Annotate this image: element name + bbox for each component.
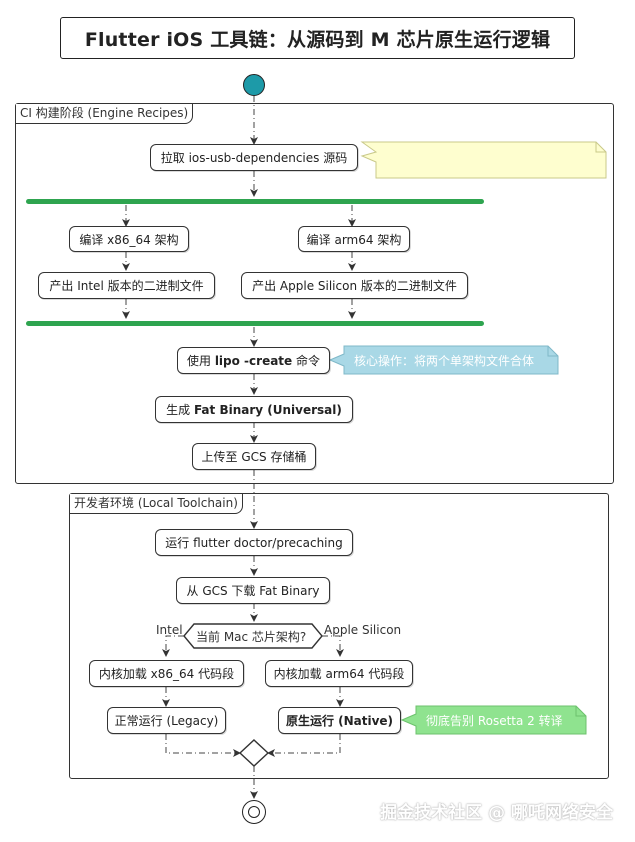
lipo-command: lipo -create — [214, 353, 293, 368]
fat-prefix: 生成 — [166, 403, 194, 417]
decision-text: 当前 Mac 芯片架构? — [196, 630, 307, 644]
native-note: 彻底告别 Rosetta 2 转译 — [426, 713, 563, 728]
compile-x86-node: 编译 x86_64 架构 — [69, 226, 189, 252]
load-arm-text: 内核加载 arm64 代码段 — [273, 667, 405, 681]
native-run-node: 原生运行 (Native) — [278, 707, 401, 734]
lipo-note: 核心操作：将两个单架构文件合体 — [354, 353, 535, 368]
end-node-inner — [248, 806, 260, 818]
output-apple-node: 产出 Apple Silicon 版本的二进制文件 — [241, 272, 468, 299]
download-text: 从 GCS 下载 Fat Binary — [186, 584, 320, 598]
output-apple-text: 产出 Apple Silicon 版本的二进制文件 — [252, 279, 457, 293]
partition-ci-label: CI 构建阶段 (Engine Recipes) — [16, 104, 194, 124]
native-run-text: 原生运行 (Native) — [285, 714, 394, 728]
end-node — [242, 800, 266, 824]
run-flutter-node: 运行 flutter doctor/precaching — [155, 529, 353, 556]
legacy-run-node: 正常运行 (Legacy) — [107, 707, 226, 734]
fetch-source-node: 拉取 ios-usb-dependencies 源码 — [150, 144, 358, 171]
partition-ci — [15, 103, 614, 484]
branch-apple-label: Apple Silicon — [324, 623, 402, 637]
legacy-run-text: 正常运行 (Legacy) — [114, 714, 219, 728]
output-intel-text: 产出 Intel 版本的二进制文件 — [49, 279, 204, 293]
load-x86-node: 内核加载 x86_64 代码段 — [89, 660, 244, 687]
fat-binary-text: Fat Binary (Universal) — [193, 402, 342, 417]
load-x86-text: 内核加载 x86_64 代码段 — [98, 667, 235, 681]
decision-diamond-shape — [183, 623, 323, 649]
fetch-note — [376, 142, 606, 178]
partition-local-label: 开发者环境 (Local Toolchain) — [70, 494, 243, 514]
upload-gcs-node: 上传至 GCS 存储桶 — [192, 443, 316, 470]
branch-intel-label: Intel — [156, 623, 183, 637]
load-arm-node: 内核加载 arm64 代码段 — [265, 660, 413, 687]
fat-binary-node: 生成 Fat Binary (Universal) — [155, 396, 353, 423]
upload-gcs-text: 上传至 GCS 存储桶 — [201, 450, 307, 464]
watermark: 掘金技术社区 @ 哪吒网络安全 — [380, 803, 613, 823]
fork-bar — [26, 199, 484, 204]
lipo-prefix: 使用 — [186, 354, 215, 368]
merge-diamond — [238, 739, 270, 767]
lipo-node: 使用 lipo -create 命令 — [177, 347, 330, 374]
join-bar — [26, 321, 484, 326]
fetch-source-text: 拉取 ios-usb-dependencies 源码 — [160, 151, 348, 165]
lipo-suffix: 命令 — [292, 354, 321, 368]
compile-arm-text: 编译 arm64 架构 — [306, 232, 402, 247]
output-intel-node: 产出 Intel 版本的二进制文件 — [38, 272, 215, 299]
compile-x86-text: 编译 x86_64 架构 — [79, 232, 179, 247]
run-flutter-text: 运行 flutter doctor/precaching — [165, 536, 343, 550]
partition-local — [69, 493, 609, 779]
diagram-title: Flutter iOS 工具链：从源码到 M 芯片原生运行逻辑 — [60, 17, 575, 59]
start-node — [243, 74, 265, 96]
compile-arm-node: 编译 arm64 架构 — [298, 226, 410, 252]
download-node: 从 GCS 下载 Fat Binary — [176, 577, 330, 604]
